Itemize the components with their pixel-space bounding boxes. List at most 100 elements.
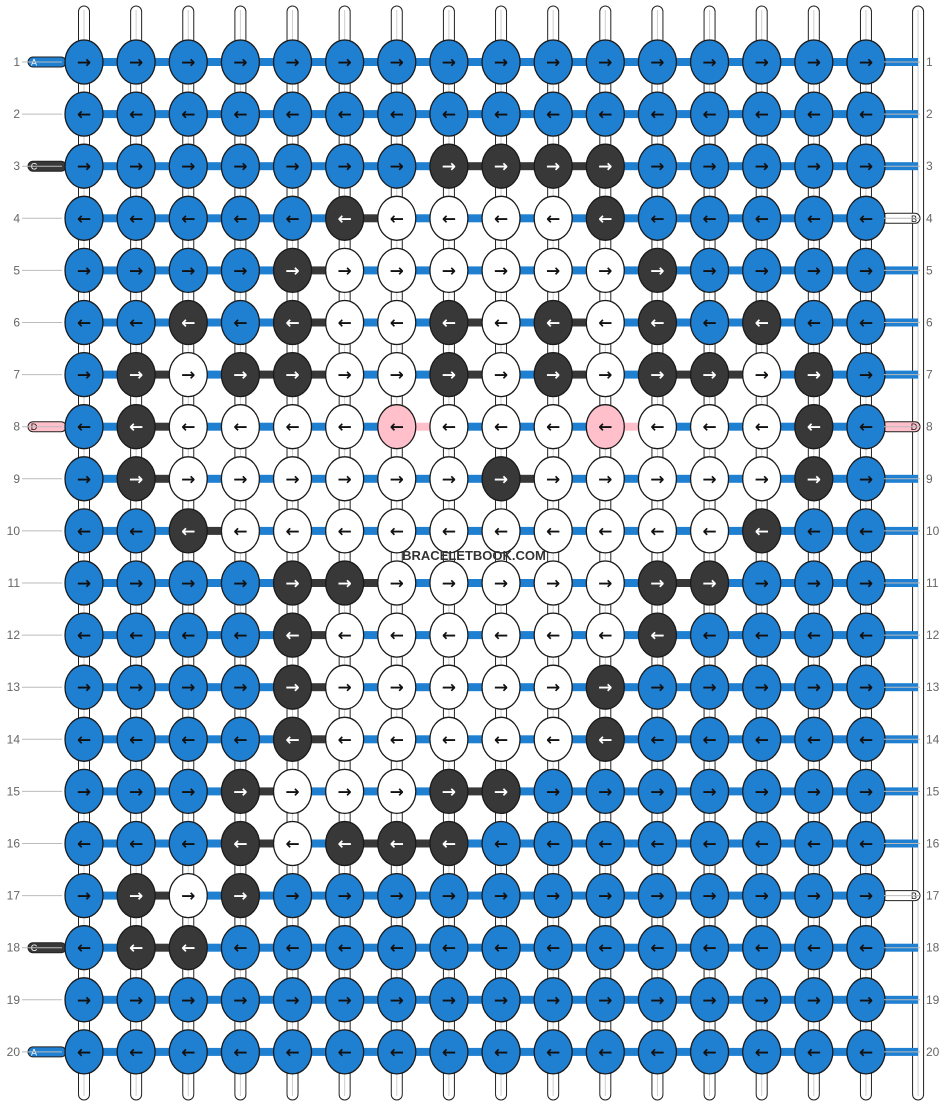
knot[interactable]: → (742, 456, 782, 502)
knot[interactable]: ← (64, 820, 104, 867)
knot[interactable]: → (846, 977, 886, 1023)
knot[interactable]: → (689, 768, 730, 815)
knot[interactable]: → (324, 560, 365, 606)
knot[interactable]: → (689, 143, 730, 189)
knot[interactable]: → (324, 39, 365, 85)
knot[interactable]: → (220, 768, 261, 815)
knot[interactable]: ← (481, 91, 521, 137)
knot[interactable]: ← (220, 925, 261, 971)
knot[interactable]: ← (168, 508, 208, 554)
knot[interactable]: ← (168, 612, 208, 658)
knot[interactable]: → (585, 456, 625, 502)
knot[interactable]: ← (533, 716, 573, 762)
knot[interactable]: ← (429, 716, 469, 762)
knot[interactable]: → (272, 351, 313, 398)
knot[interactable]: → (220, 664, 261, 710)
knot[interactable]: ← (533, 299, 573, 346)
knot[interactable]: ← (585, 716, 625, 762)
knot[interactable]: → (429, 560, 469, 606)
knot[interactable]: ← (324, 195, 365, 241)
knot[interactable]: → (116, 143, 156, 189)
knot[interactable]: → (481, 39, 521, 85)
knot[interactable]: ← (168, 820, 208, 867)
knot[interactable]: ← (481, 925, 521, 971)
knot[interactable]: → (272, 977, 313, 1023)
knot[interactable]: ← (272, 195, 313, 241)
knot[interactable]: → (481, 143, 521, 189)
knot[interactable]: ← (168, 195, 208, 241)
knot[interactable]: ← (689, 716, 730, 762)
knot[interactable]: → (585, 664, 625, 710)
knot[interactable]: → (481, 456, 521, 502)
knot[interactable]: ← (116, 612, 156, 658)
knot[interactable]: ← (846, 195, 886, 241)
knot[interactable]: ← (742, 716, 782, 762)
knot[interactable]: → (377, 872, 417, 919)
knot[interactable]: ← (846, 299, 886, 346)
knot[interactable]: → (116, 768, 156, 815)
knot[interactable]: ← (533, 1029, 573, 1075)
knot[interactable]: ← (429, 1029, 469, 1075)
knot[interactable]: → (168, 977, 208, 1023)
knot[interactable]: ← (742, 195, 782, 241)
knot[interactable]: ← (64, 299, 104, 346)
knot[interactable]: → (585, 39, 625, 85)
knot[interactable]: ← (429, 508, 469, 554)
knot[interactable]: → (168, 560, 208, 606)
knot[interactable]: ← (429, 91, 469, 137)
knot[interactable]: → (324, 872, 365, 919)
knot[interactable]: → (64, 560, 104, 606)
knot[interactable]: ← (742, 820, 782, 867)
knot[interactable]: → (637, 872, 678, 919)
knot[interactable]: → (794, 872, 834, 919)
knot[interactable]: ← (794, 1029, 834, 1075)
knot[interactable]: ← (324, 404, 365, 450)
knot[interactable]: ← (689, 299, 730, 346)
knot[interactable]: → (742, 351, 782, 398)
knot[interactable]: ← (324, 925, 365, 971)
knot[interactable]: → (794, 143, 834, 189)
knot[interactable]: → (481, 872, 521, 919)
knot[interactable]: ← (168, 925, 208, 971)
knot[interactable]: ← (689, 820, 730, 867)
knot[interactable]: → (742, 39, 782, 85)
knot[interactable]: ← (794, 820, 834, 867)
knot[interactable]: → (689, 456, 730, 502)
knot[interactable]: → (742, 143, 782, 189)
knot[interactable]: ← (324, 820, 365, 867)
knot[interactable]: → (637, 768, 678, 815)
knot[interactable]: → (64, 977, 104, 1023)
knot[interactable]: ← (64, 925, 104, 971)
knot[interactable]: ← (168, 404, 208, 450)
knot[interactable]: → (533, 247, 573, 294)
knot[interactable]: ← (585, 195, 625, 241)
knot[interactable]: ← (429, 299, 469, 346)
knot[interactable]: → (168, 456, 208, 502)
knot[interactable]: → (846, 456, 886, 502)
knot[interactable]: → (794, 247, 834, 294)
knot[interactable]: → (168, 351, 208, 398)
knot[interactable]: → (585, 143, 625, 189)
knot[interactable]: ← (377, 91, 417, 137)
knot[interactable]: → (64, 39, 104, 85)
knot[interactable]: → (689, 247, 730, 294)
knot[interactable]: ← (377, 1029, 417, 1075)
knot[interactable]: → (377, 143, 417, 189)
knot[interactable]: ← (220, 508, 261, 554)
knot[interactable]: ← (220, 404, 261, 450)
knot[interactable]: ← (377, 508, 417, 554)
knot[interactable]: ← (377, 404, 417, 450)
knot[interactable]: ← (794, 404, 834, 450)
knot[interactable]: → (377, 247, 417, 294)
knot[interactable]: → (168, 39, 208, 85)
knot[interactable]: → (324, 247, 365, 294)
knot[interactable]: ← (377, 612, 417, 658)
knot[interactable]: → (637, 560, 678, 606)
knot[interactable]: ← (377, 716, 417, 762)
knot[interactable]: ← (637, 91, 678, 137)
knot[interactable]: → (585, 247, 625, 294)
knot[interactable]: → (689, 872, 730, 919)
knot[interactable]: ← (533, 820, 573, 867)
knot[interactable]: ← (742, 1029, 782, 1075)
knot[interactable]: ← (637, 195, 678, 241)
